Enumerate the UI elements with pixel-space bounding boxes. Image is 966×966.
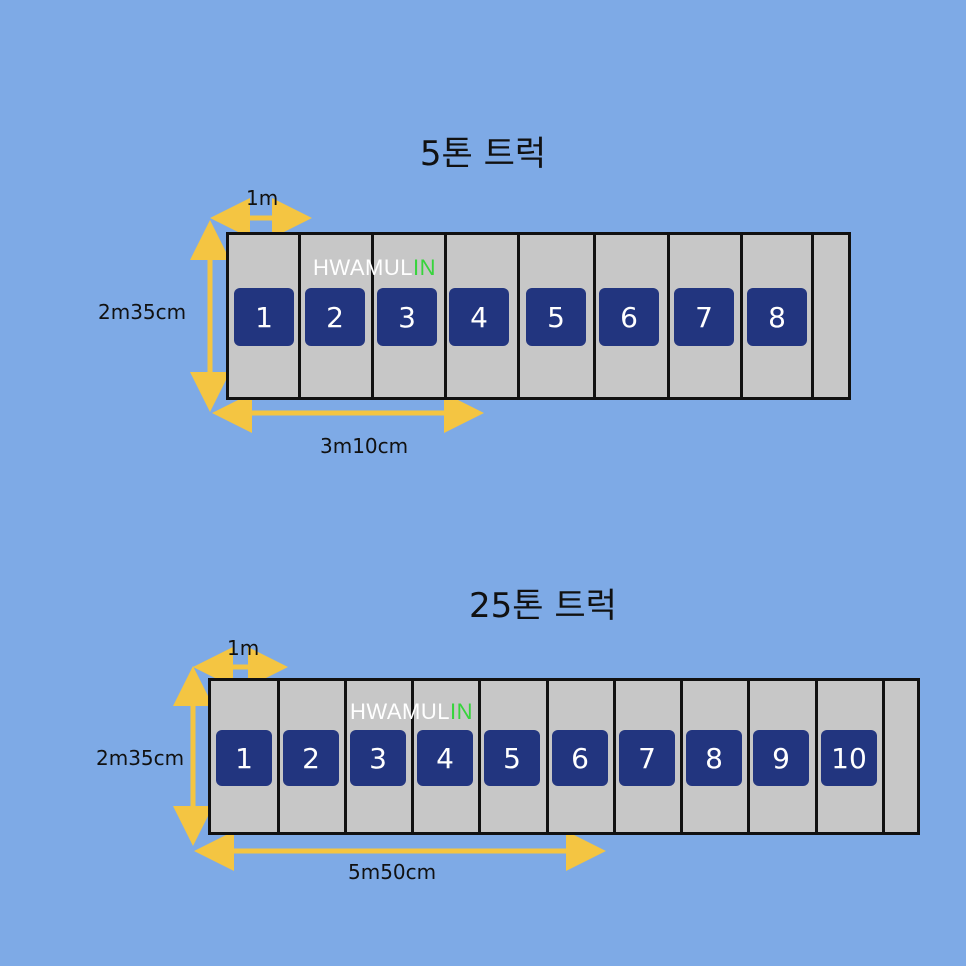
truck-bed-25ton: 1 2 3 4 5 6 7 8 9 10	[208, 678, 920, 835]
cargo-slot-5: 5	[526, 288, 586, 346]
cargo-slot-6: 6	[552, 730, 608, 786]
cargo-slot-7: 7	[619, 730, 675, 786]
length-label-5ton: 3m10cm	[320, 434, 409, 458]
divider	[298, 235, 301, 397]
cargo-slot-4: 4	[417, 730, 473, 786]
title-5ton: 5톤 트럭	[419, 134, 547, 174]
unit-label-5ton: 1m	[246, 186, 279, 210]
cargo-slot-6: 6	[599, 288, 659, 346]
cargo-slot-8: 8	[747, 288, 807, 346]
title-25ton: 25톤 트럭	[469, 586, 617, 626]
cargo-slot-3: 3	[377, 288, 437, 346]
divider	[277, 681, 280, 832]
cargo-slot-3: 3	[350, 730, 406, 786]
unit-label-25ton: 1m	[227, 636, 260, 660]
cargo-slot-9: 9	[753, 730, 809, 786]
watermark-5ton: HWAMULIN	[313, 255, 436, 280]
divider	[667, 235, 670, 397]
divider	[344, 681, 347, 832]
divider	[613, 681, 616, 832]
cargo-slot-8: 8	[686, 730, 742, 786]
cargo-slot-1: 1	[216, 730, 272, 786]
length-label-25ton: 5m50cm	[348, 860, 437, 884]
cargo-slot-10: 10	[821, 730, 877, 786]
truck-bed-5ton: 1 2 3 4 5 6 7 8	[226, 232, 851, 400]
divider	[882, 681, 885, 832]
cargo-slot-5: 5	[484, 730, 540, 786]
cargo-slot-2: 2	[305, 288, 365, 346]
cargo-slot-1: 1	[234, 288, 294, 346]
cargo-slot-7: 7	[674, 288, 734, 346]
width-label-25ton: 2m35cm	[96, 746, 185, 770]
divider	[815, 681, 818, 832]
divider	[371, 235, 374, 397]
watermark-25ton: HWAMULIN	[350, 699, 473, 724]
divider	[478, 681, 481, 832]
cargo-slot-2: 2	[283, 730, 339, 786]
divider	[593, 235, 596, 397]
divider	[747, 681, 750, 832]
divider	[546, 681, 549, 832]
divider	[517, 235, 520, 397]
divider	[444, 235, 447, 397]
divider	[811, 235, 814, 397]
divider	[680, 681, 683, 832]
divider	[740, 235, 743, 397]
cargo-slot-4: 4	[449, 288, 509, 346]
divider	[411, 681, 414, 832]
width-label-5ton: 2m35cm	[98, 300, 187, 324]
